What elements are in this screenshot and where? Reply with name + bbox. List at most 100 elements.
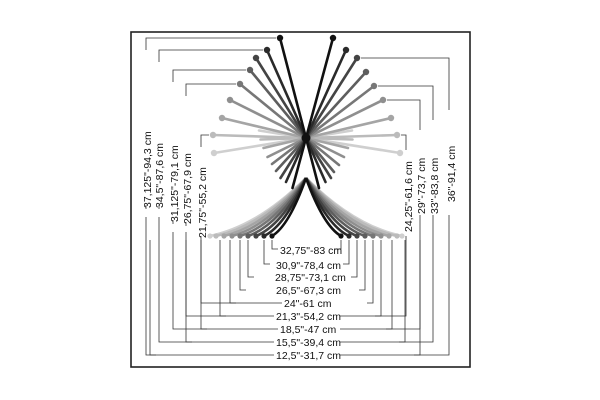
bottom-dim-outer-right	[340, 215, 450, 356]
bottom-label: 26,5"-67,3 cm	[276, 285, 341, 297]
bottom-dim-right	[343, 240, 350, 265]
bottom-label: 24"-61 cm	[284, 298, 332, 310]
needle-right	[284, 48, 348, 184]
bottom-dim-right	[351, 240, 358, 278]
left-label: 21,75"-55,2 cm	[197, 167, 209, 238]
needle-left	[211, 133, 354, 141]
needle-tip-knob	[263, 46, 271, 54]
cable-end-dot	[221, 233, 227, 239]
left-label: 37,125"-94,3 cm	[142, 131, 154, 208]
bottom-label: 21,3"-54,2 cm	[276, 311, 341, 323]
needle-tip-knob	[353, 54, 361, 62]
bottom-dim-left	[239, 240, 246, 291]
bottom-label: 30,9"-78,4 cm	[276, 260, 341, 272]
needle-left	[228, 98, 346, 159]
needle-tip-knob	[342, 46, 350, 54]
right-label: 29"-73,7 cm	[416, 157, 428, 214]
cable-end-dot	[346, 233, 352, 239]
needle-right	[291, 36, 335, 190]
right-dim-top	[387, 99, 421, 130]
needle-tip-knob	[218, 114, 226, 122]
needle-left	[220, 116, 350, 150]
bottom-dim-outer-right-3	[340, 215, 421, 330]
left-label: 31,125"-79,1 cm	[169, 145, 181, 222]
left-dim-top	[172, 69, 246, 82]
cable-end-dot	[354, 233, 360, 239]
bottom-label: 15,5"-39,4 cm	[276, 337, 341, 349]
cable-end-dot	[399, 233, 405, 239]
right-dim-top	[361, 57, 450, 110]
cable-end-dot	[338, 233, 344, 239]
needle-right	[262, 116, 393, 150]
needle-right	[259, 133, 399, 141]
bottom-dim-outer-left-2	[158, 217, 274, 343]
needle-left	[254, 56, 333, 180]
right-label: 36"-91,4 cm	[446, 145, 458, 202]
needle-tip-knob	[329, 34, 337, 42]
cable-end-dot	[370, 233, 376, 239]
left-dim-top	[185, 83, 236, 96]
needle-tip-knob	[396, 149, 404, 157]
cable-end-dot	[386, 233, 392, 239]
needle-tip-knob	[246, 66, 254, 74]
bottom-dim-right	[414, 240, 421, 356]
needle-left	[265, 48, 327, 184]
bottom-dim-outer-left	[145, 217, 274, 356]
diagram-frame	[130, 31, 471, 368]
bottom-dim-outer-left-4	[185, 232, 274, 317]
cable-end-dot	[213, 233, 219, 239]
cable-end-dot	[378, 233, 384, 239]
needle-tip-knob	[210, 149, 218, 157]
cable-end-dot	[269, 233, 275, 239]
cable-end-dot	[362, 233, 368, 239]
bottom-dim-left	[229, 240, 236, 304]
left-dim-top	[200, 134, 209, 147]
right-label: 33"-83,8 cm	[429, 157, 441, 214]
needle-tip-knob	[236, 80, 244, 88]
needle-tip-knob	[276, 34, 284, 42]
cable-left	[271, 177, 308, 238]
bottom-label: 18,5"-47 cm	[280, 324, 337, 336]
dimension-lines	[145, 37, 450, 356]
bottom-dim-left	[149, 240, 156, 356]
bottom-dim-right	[359, 240, 366, 291]
bottom-dim-left	[271, 240, 278, 250]
bottom-label: 32,75"-83 cm	[280, 245, 342, 257]
right-dim-top	[401, 134, 407, 150]
cable-right	[304, 177, 342, 238]
needle-right	[266, 98, 385, 159]
bottom-dim-left	[263, 240, 270, 265]
needle-fan	[207, 34, 405, 239]
bottom-label: 28,75"-73,1 cm	[275, 272, 346, 284]
cable-end-dot	[245, 233, 251, 239]
needle-right	[257, 129, 402, 155]
cable-end-dot	[207, 233, 213, 239]
cable-end-dot	[261, 233, 267, 239]
cable-end-dot	[237, 233, 243, 239]
bottom-label: 12,5"-31,7 cm	[276, 350, 341, 362]
needle-left	[238, 82, 341, 167]
needle-tip-knob	[226, 96, 234, 104]
left-label: 34,5"-87,6 cm	[154, 143, 166, 208]
bottom-dim-outer-right-2	[340, 215, 434, 343]
needle-left	[248, 68, 336, 174]
needle-right	[274, 70, 368, 173]
left-label: 26,75"-67,9 cm	[182, 153, 194, 224]
bottom-dim-left	[219, 240, 226, 317]
bottom-dim-left	[185, 240, 192, 343]
right-label: 24,25"-61,6 cm	[403, 161, 415, 232]
bottom-dim-right	[367, 240, 374, 304]
needle-left	[212, 129, 354, 155]
pivot-joint	[301, 133, 311, 143]
needle-tip-knob	[362, 68, 370, 76]
needle-tip-knob	[209, 131, 217, 139]
cable-end-dot	[229, 233, 235, 239]
bottom-dim-left	[247, 240, 254, 278]
right-dim-top	[378, 85, 434, 120]
cable-end-dot	[253, 233, 259, 239]
needle-tip-knob	[379, 96, 387, 104]
needle-left	[278, 36, 321, 190]
bottom-dim-outer-left-5	[200, 240, 282, 304]
needle-right	[270, 84, 376, 166]
